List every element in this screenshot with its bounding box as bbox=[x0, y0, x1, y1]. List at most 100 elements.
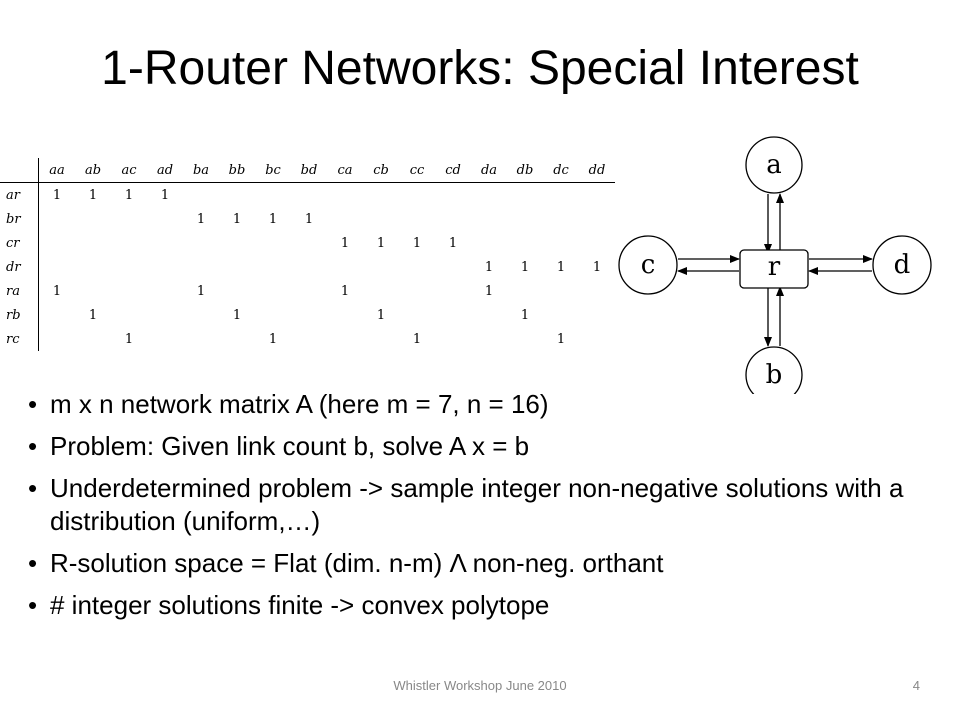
matrix-cell: 1 bbox=[592, 259, 602, 275]
matrix-cell bbox=[183, 327, 219, 351]
bullet-item: •# integer solutions finite -> convex po… bbox=[28, 589, 928, 622]
matrix-cell bbox=[183, 231, 219, 255]
node-d-label: d bbox=[894, 250, 911, 280]
matrix-cell bbox=[75, 207, 111, 231]
bullet-item: • Problem: Given link count b, solve A x … bbox=[28, 430, 928, 463]
matrix-cell bbox=[255, 231, 291, 255]
matrix-cell bbox=[219, 231, 255, 255]
matrix-cell bbox=[75, 255, 111, 279]
matrix-cell bbox=[111, 279, 147, 303]
matrix-cell: 1 bbox=[124, 187, 134, 203]
matrix-cell bbox=[183, 303, 219, 327]
matrix-cell bbox=[471, 231, 507, 255]
matrix-cell bbox=[471, 303, 507, 327]
node-a bbox=[745, 136, 803, 194]
node-r bbox=[739, 249, 809, 289]
matrix-cell bbox=[111, 231, 147, 255]
matrix-cell bbox=[327, 255, 363, 279]
matrix-cell bbox=[435, 327, 471, 351]
bullet-dot: • bbox=[28, 548, 38, 578]
matrix-cell bbox=[39, 255, 76, 279]
matrix-cell: 1 bbox=[124, 331, 134, 347]
matrix-row-label: ar bbox=[0, 182, 39, 207]
matrix-cell bbox=[327, 303, 363, 327]
matrix-cell bbox=[471, 183, 507, 208]
matrix-cell bbox=[363, 183, 399, 208]
matrix-row-label: rc bbox=[0, 327, 39, 351]
matrix-cell: 1 bbox=[160, 187, 170, 203]
matrix-cell: 1 bbox=[268, 211, 278, 227]
matrix-row-label: ra bbox=[0, 279, 39, 303]
matrix-column-header: bc bbox=[255, 158, 291, 183]
matrix-row-label: dr bbox=[0, 255, 39, 279]
matrix-cell bbox=[579, 327, 615, 351]
matrix-cell bbox=[579, 303, 615, 327]
matrix-cell bbox=[543, 231, 579, 255]
matrix-column-header: ab bbox=[75, 158, 111, 183]
node-b bbox=[745, 346, 803, 394]
matrix-row-label: cr bbox=[0, 231, 39, 255]
matrix-column-header: db bbox=[507, 158, 543, 183]
bullet-dot: • bbox=[28, 431, 38, 461]
matrix-cell bbox=[543, 303, 579, 327]
matrix-cell bbox=[75, 327, 111, 351]
matrix-cell bbox=[507, 183, 543, 208]
matrix-cell: 1 bbox=[376, 235, 386, 251]
matrix-cell bbox=[147, 207, 183, 231]
matrix-column-header: cd bbox=[435, 158, 471, 183]
matrix-cell: 1 bbox=[88, 187, 98, 203]
matrix-cell bbox=[543, 279, 579, 303]
matrix-cell bbox=[75, 231, 111, 255]
router-diagram: a b c d r bbox=[618, 136, 932, 394]
matrix-cell bbox=[291, 327, 327, 351]
matrix-cell bbox=[399, 183, 435, 208]
matrix-cell bbox=[39, 207, 76, 231]
bullet-item: •R-solution space = Flat (dim. n-m) Λ no… bbox=[28, 547, 928, 580]
matrix-row: cr 1 1 1 1 bbox=[0, 231, 615, 255]
matrix-column-header: ad bbox=[147, 158, 183, 183]
matrix-cell bbox=[147, 279, 183, 303]
bullet-text: Problem: Given link count b, solve A x =… bbox=[50, 431, 530, 461]
matrix-cell bbox=[183, 183, 219, 208]
matrix-cell bbox=[399, 303, 435, 327]
matrix-cell: 1 bbox=[340, 235, 350, 251]
matrix-cell bbox=[147, 231, 183, 255]
matrix-cell: 1 bbox=[376, 307, 386, 323]
matrix-cell bbox=[291, 183, 327, 208]
matrix-cell bbox=[435, 183, 471, 208]
bullet-text: Underdetermined problem -> sample intege… bbox=[50, 473, 904, 536]
bullet-dot: • bbox=[28, 473, 38, 503]
matrix-cell bbox=[471, 327, 507, 351]
matrix-cell: 1 bbox=[412, 235, 422, 251]
matrix-cell bbox=[327, 327, 363, 351]
matrix-cell: 1 bbox=[520, 259, 530, 275]
matrix-cell bbox=[363, 255, 399, 279]
matrix-column-header: dc bbox=[543, 158, 579, 183]
matrix-cell: 1 bbox=[304, 211, 314, 227]
node-c-label: c bbox=[641, 250, 656, 280]
matrix-cell bbox=[399, 279, 435, 303]
matrix-cell: 1 bbox=[268, 331, 278, 347]
matrix-row-label: rb bbox=[0, 303, 39, 327]
bullet-dot: • bbox=[28, 389, 38, 419]
page-number: 4 bbox=[912, 678, 920, 693]
matrix-cell bbox=[435, 207, 471, 231]
matrix-cell bbox=[363, 279, 399, 303]
matrix-cell: 1 bbox=[52, 283, 62, 299]
matrix-cell: 1 bbox=[448, 235, 458, 251]
matrix-cell bbox=[147, 303, 183, 327]
matrix-cell: 1 bbox=[484, 283, 494, 299]
matrix-cell bbox=[75, 279, 111, 303]
footer-text: Whistler Workshop June 2010 bbox=[393, 678, 567, 693]
matrix-cell bbox=[543, 207, 579, 231]
bullet-item: •m x n network matrix A (here m = 7, n =… bbox=[28, 388, 928, 421]
matrix-cell bbox=[111, 303, 147, 327]
matrix-cell bbox=[147, 327, 183, 351]
matrix-cell bbox=[327, 183, 363, 208]
matrix-cell: 1 bbox=[88, 307, 98, 323]
matrix-column-header: dd bbox=[579, 158, 615, 183]
